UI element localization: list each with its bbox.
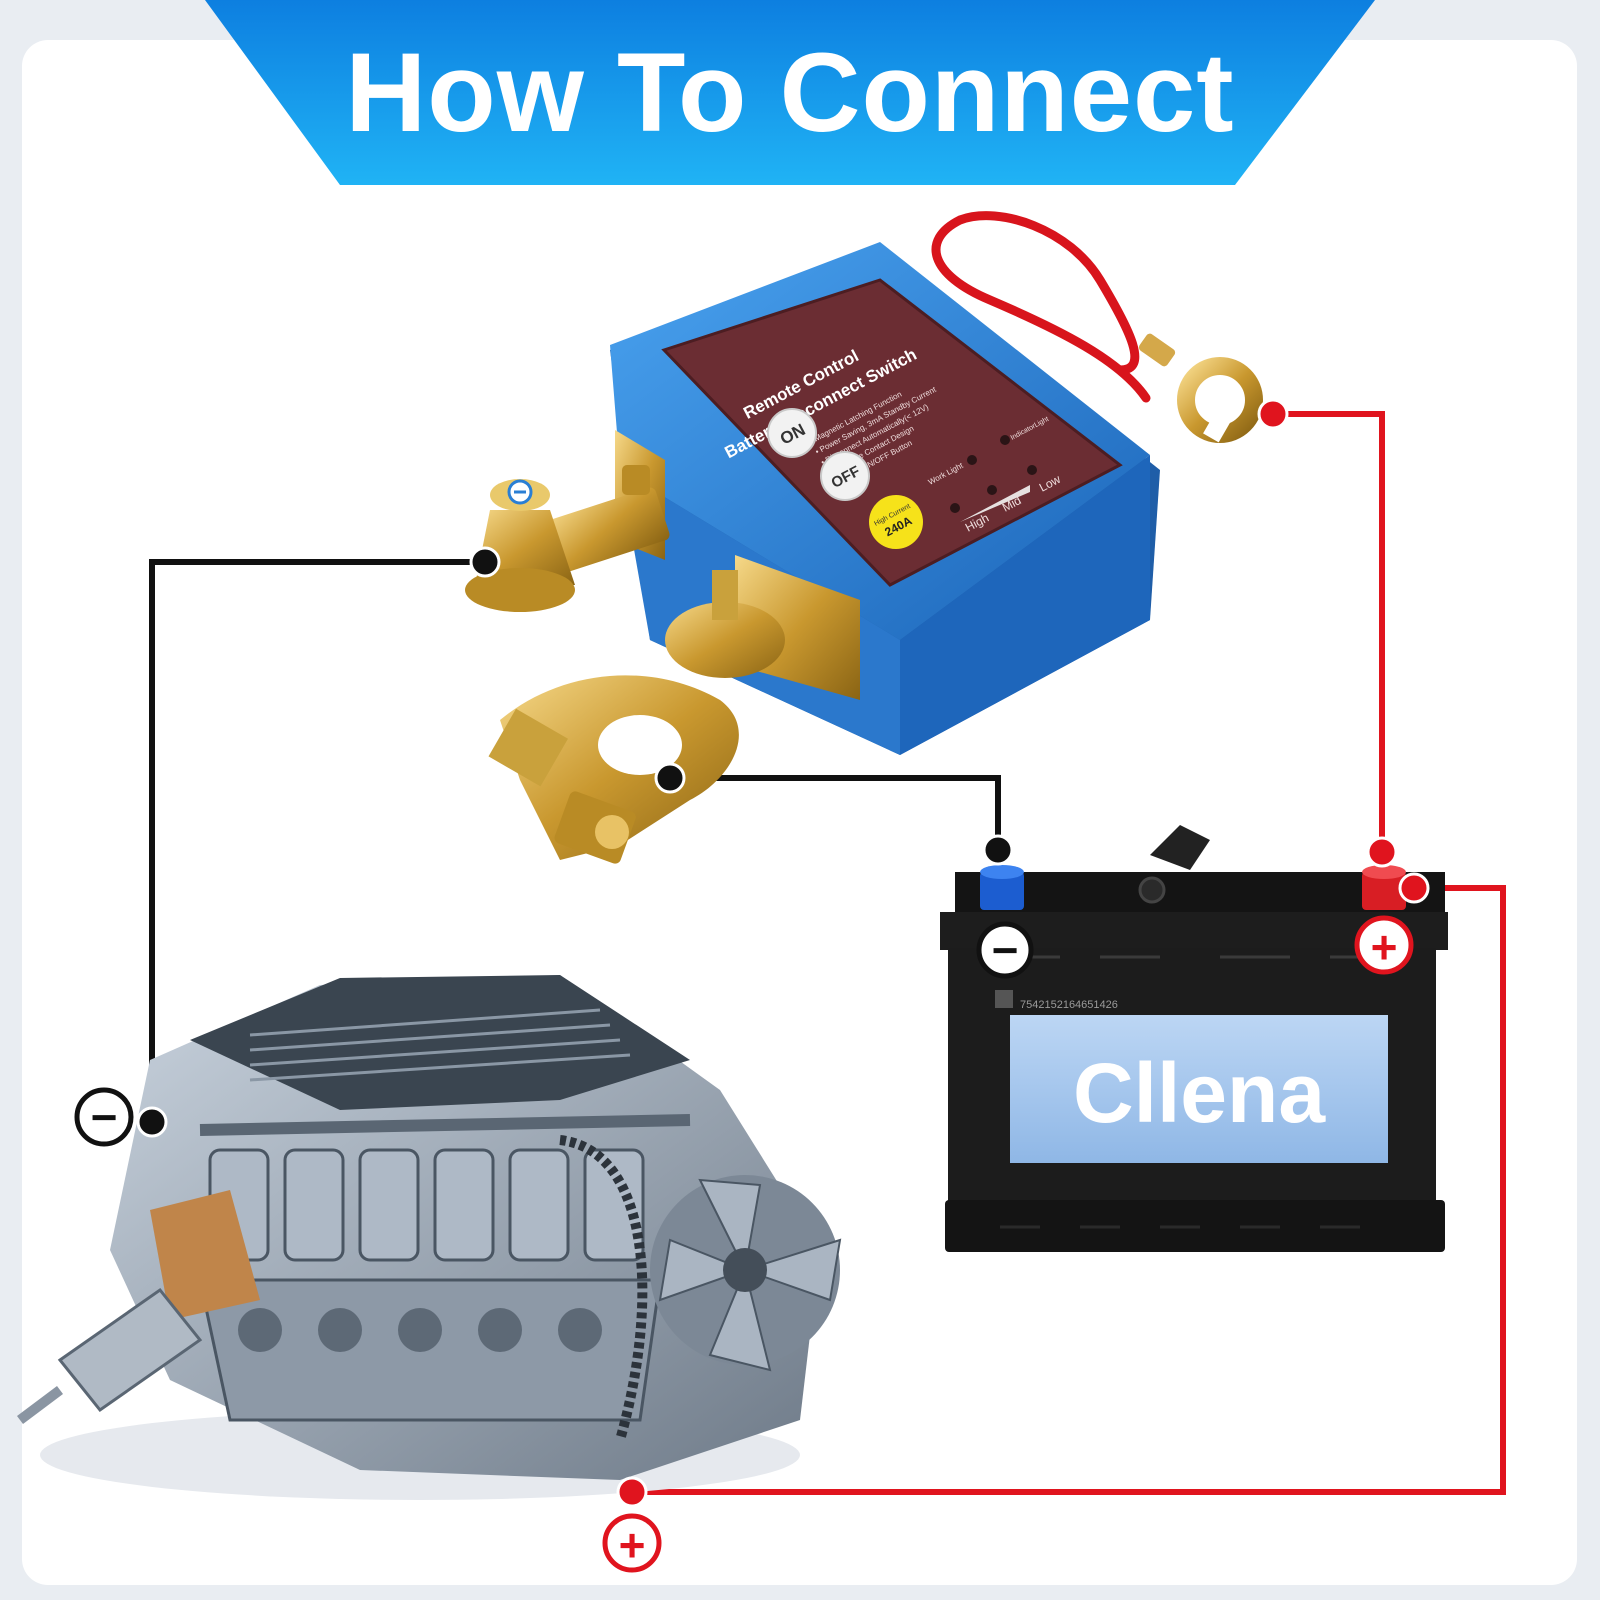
switch-clamp-connection-dot [654, 762, 686, 794]
connection-points [136, 398, 1430, 1508]
engine-fan [650, 1175, 842, 1372]
current-rating-badge: High Current 240A [869, 495, 923, 549]
car-battery: 7542152164651426 Cllena [940, 825, 1448, 1252]
battery-disconnect-switch: Remote Control Battery Disconnect Switch… [465, 211, 1263, 864]
engine-positive-connection-dot [616, 1476, 648, 1508]
ring-terminal-lug [1138, 333, 1263, 443]
switch-face-panel [661, 278, 1123, 587]
lug-positive-connection-dot [1257, 398, 1289, 430]
switch-negative-connection-dot [469, 546, 501, 578]
title-banner [205, 0, 1375, 185]
negative-wire-switch-to-battery [670, 775, 1001, 850]
off-button[interactable]: OFF [820, 451, 870, 501]
battery-negative-symbol: − [976, 921, 1034, 979]
battery-negative-post [980, 865, 1024, 910]
battery-positive-out-dot [1398, 872, 1430, 904]
svg-text:−: − [992, 924, 1019, 976]
car-engine [17, 975, 842, 1500]
battery-serial: 7542152164651426 [1020, 999, 1118, 1011]
battery-positive-symbol: + [1354, 915, 1414, 975]
engine-positive-symbol: + [602, 1513, 662, 1573]
switch-battery-clamp [488, 555, 860, 864]
qr-code-icon [995, 990, 1013, 1008]
positive-wire-battery-to-engine [632, 885, 1506, 1495]
battery-positive-post [1362, 865, 1406, 910]
battery-negative-connection-dot [982, 834, 1014, 866]
svg-text:+: + [1371, 921, 1398, 973]
on-button[interactable]: ON [767, 408, 817, 458]
negative-wire-switch-to-engine [149, 559, 485, 1122]
battery-positive-connection-dot [1366, 836, 1398, 868]
svg-text:+: + [619, 1519, 646, 1571]
engine-negative-symbol: − [74, 1087, 134, 1147]
page-title: How To Connect [345, 30, 1235, 155]
engine-exhaust [17, 1190, 260, 1424]
engine-negative-connection-dot [136, 1106, 168, 1138]
positive-wire-lug-to-battery [1273, 411, 1385, 852]
battery-brand: Cllena [1073, 1046, 1326, 1140]
svg-text:−: − [91, 1091, 118, 1143]
battery-label-panel [1010, 1015, 1388, 1163]
switch-negative-post [465, 430, 670, 612]
